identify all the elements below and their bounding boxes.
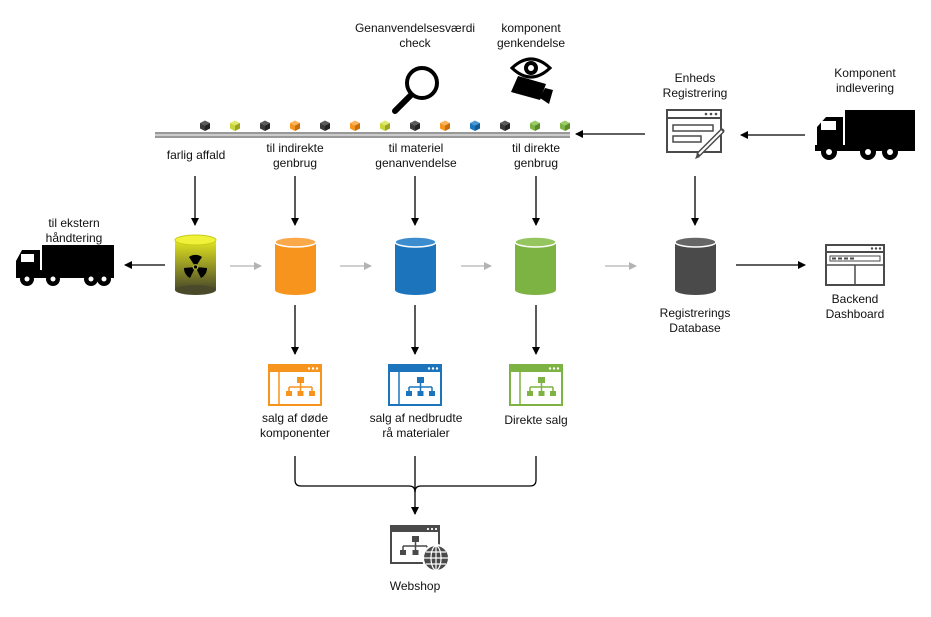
conveyor-box [230, 120, 240, 131]
label-line: salg af nedbrudte [369, 411, 463, 425]
sitemap-window-icon [509, 364, 563, 406]
label-line: check [399, 36, 431, 50]
label-line: Database [669, 321, 721, 335]
recognition-label: komponent genkendelse [497, 21, 565, 51]
label-line: håndtering [45, 231, 103, 245]
merge-connector [294, 456, 416, 493]
label-line: komponenter [259, 426, 331, 440]
arrows [124, 130, 806, 515]
conveyor-box [320, 120, 330, 131]
label-line: Registrerings [659, 306, 731, 320]
label-line: genanvendelse [375, 156, 457, 170]
database-cylinder [674, 236, 717, 295]
material-recycling-label: til materiel genanvendelse [375, 141, 456, 171]
conveyor-belt [155, 120, 570, 138]
component-delivery-label: Komponent indlevering [834, 66, 895, 96]
label-line: komponent [501, 21, 561, 35]
conveyor-box [530, 120, 540, 131]
webshop-label: Webshop [389, 579, 441, 593]
label-line: til materiel [388, 141, 444, 155]
label-line: genbrug [272, 156, 318, 170]
conveyor-box [500, 120, 510, 131]
label-line: til direkte [511, 141, 561, 155]
label-line: rå materialer [382, 426, 450, 440]
sale-dead-label: salg af døde komponenter [260, 411, 330, 441]
conveyor-box [350, 120, 360, 131]
label-line: Enheds [674, 71, 716, 85]
merge-connector [414, 456, 537, 493]
unit-registration-label: Enheds Registrering [663, 71, 728, 101]
indirect-reuse-cylinder [274, 236, 317, 295]
hazard-barrel [174, 234, 217, 295]
webshop-globe-icon [390, 525, 450, 572]
conveyor-box [260, 120, 270, 131]
magnifier-icon [392, 66, 439, 114]
registration-db-label: Registrerings Database [660, 306, 731, 336]
truck-icon [16, 245, 114, 286]
label-line: genbrug [513, 156, 559, 170]
conveyor-box [410, 120, 420, 131]
label-line: Genanvendelsesværdi [354, 21, 476, 35]
label-line: Registrering [662, 86, 728, 100]
backend-dashboard-label: Backend Dashboard [826, 292, 885, 322]
label-line: genkendelse [496, 36, 566, 50]
form-pencil-icon [666, 109, 725, 159]
direct-reuse-label: til direkte genbrug [512, 141, 560, 171]
conveyor-box [290, 120, 300, 131]
conveyor-box [200, 120, 210, 131]
conveyor-box [470, 120, 480, 131]
check-label: Genanvendelsesværdi check [355, 21, 475, 51]
conveyor-box [560, 120, 570, 131]
external-handling-label: til ekstern håndtering [46, 216, 103, 246]
label-line: salg af døde [261, 411, 329, 425]
label-line: til ekstern [48, 216, 100, 230]
label-line: Komponent [834, 66, 896, 80]
direct-sale-label: Direkte salg [504, 413, 568, 427]
direct-reuse-cylinder [514, 236, 557, 295]
indirect-reuse-label: til indirekte genbrug [266, 141, 323, 171]
sitemap-window-icon [388, 364, 442, 406]
sitemap-window-icon [268, 364, 322, 406]
material-recycling-cylinder [394, 236, 437, 295]
conveyor-box [380, 120, 390, 131]
sale-raw-label: salg af nedbrudte rå materialer [370, 411, 463, 441]
label-line: Backend [831, 292, 879, 306]
label-line: til indirekte [266, 141, 324, 155]
dashboard-window-icon [825, 244, 885, 286]
radiation-icon [183, 254, 208, 278]
truck-icon [815, 110, 915, 160]
label-line: Dashboard [825, 307, 885, 321]
eye-camera-icon [509, 57, 553, 104]
hazardous-label: farlig affald [166, 148, 226, 162]
conveyor-box [440, 120, 450, 131]
label-line: indlevering [835, 81, 895, 95]
